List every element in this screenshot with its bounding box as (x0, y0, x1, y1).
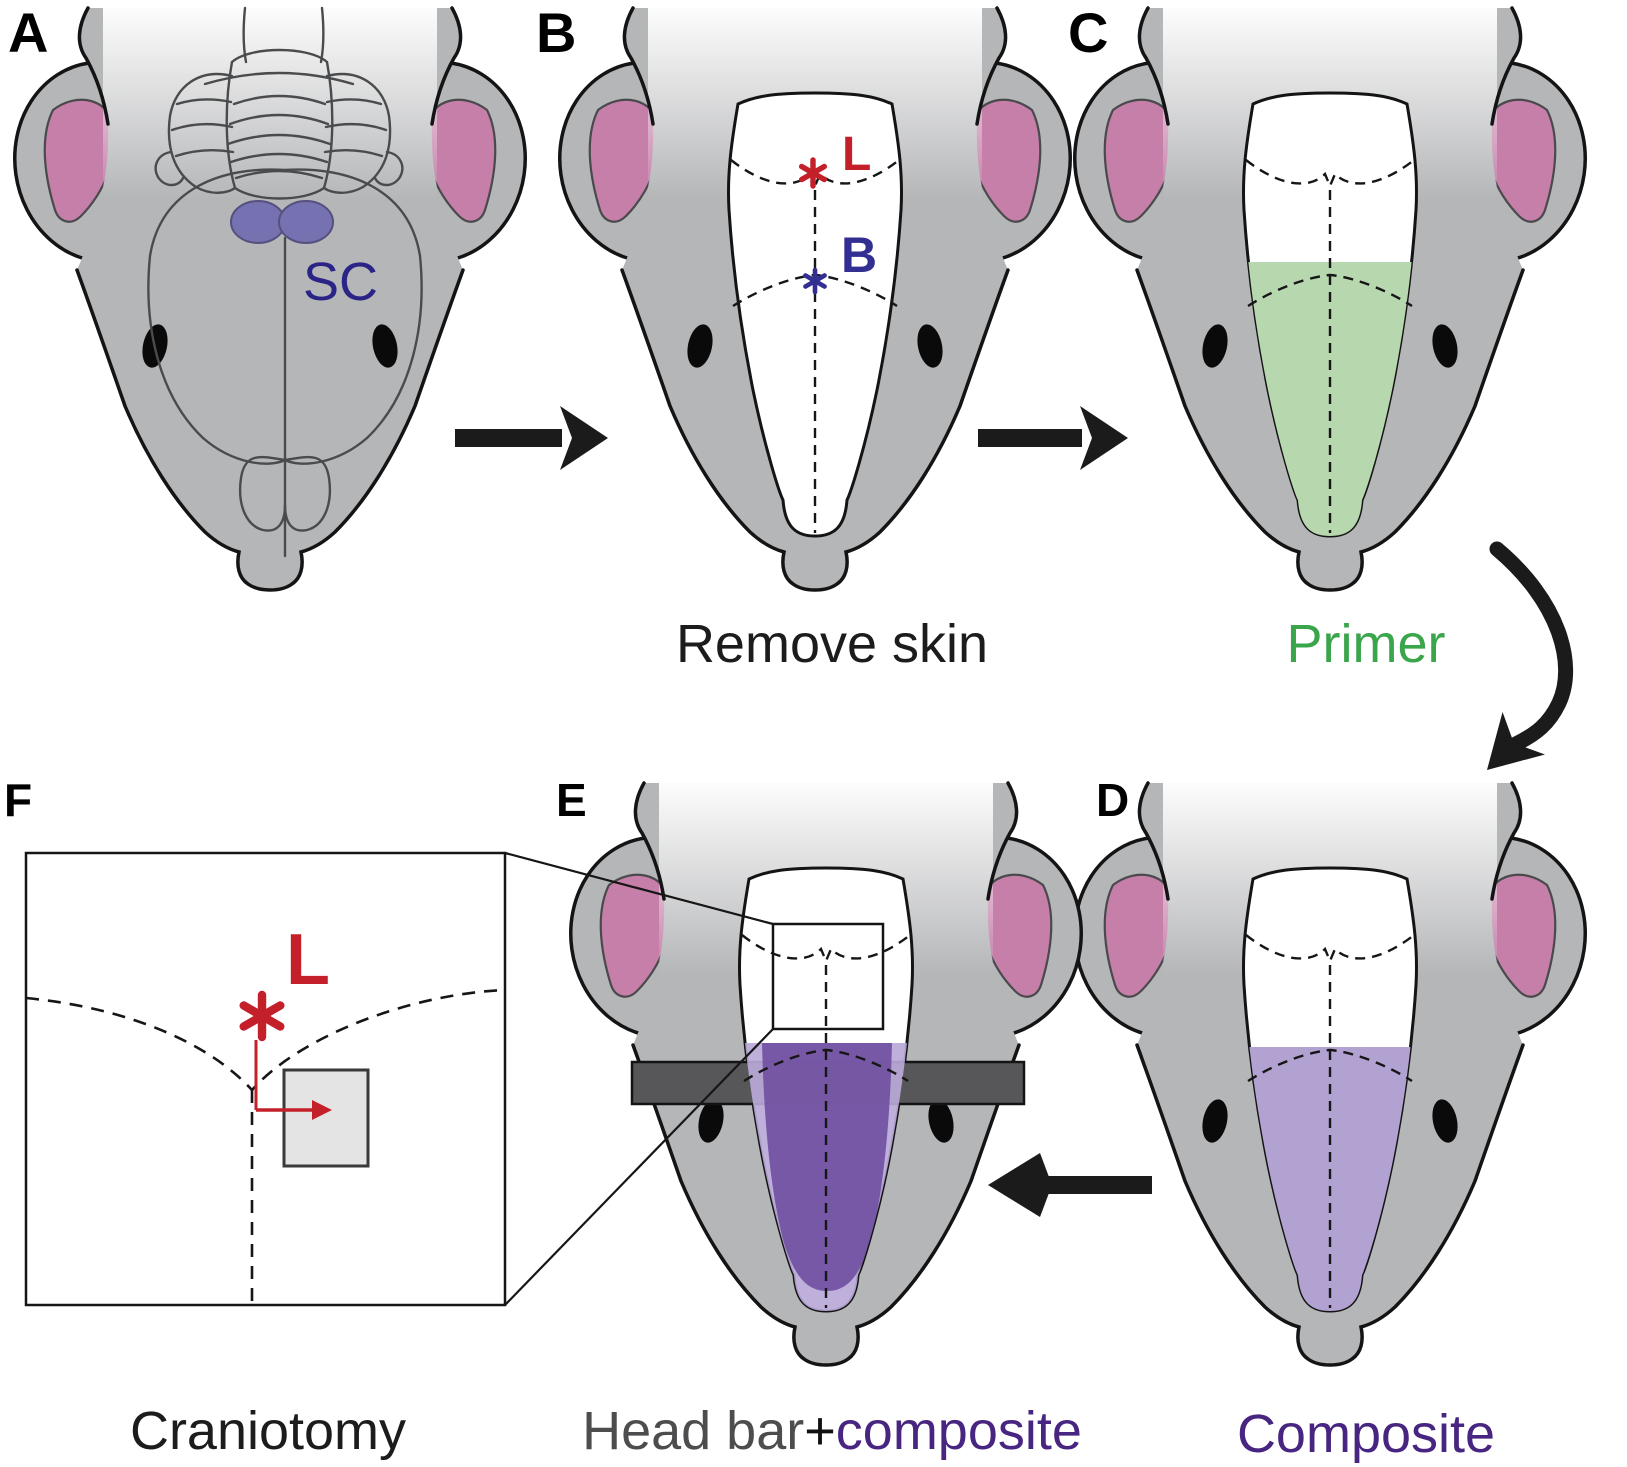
craniotomy-zoom-rect (771, 922, 885, 1031)
panel-letter-f: F (4, 774, 32, 826)
lambda-label: L (842, 128, 871, 181)
lambdoid-suture-dashed (25, 988, 506, 1092)
caption-remove-skin: Remove skin (676, 614, 988, 674)
panel-letter-a: A (8, 1, 48, 64)
brain-schematic (147, 6, 423, 558)
panel-letter-e: E (556, 774, 587, 826)
caption-primer: Primer (1287, 614, 1446, 674)
caption-composite-part: composite (836, 1401, 1082, 1461)
panel-b: L B (545, 6, 1085, 592)
caption-composite: Composite (1237, 1404, 1495, 1464)
superior-colliculus-right (278, 200, 334, 244)
superior-colliculus-left (230, 200, 286, 244)
lambda-label-zoom: L (286, 920, 330, 1000)
bregma-label: B (841, 227, 877, 283)
composite-dark-core (762, 1043, 892, 1291)
panel-letter-c: C (1068, 1, 1108, 64)
panel-e (556, 781, 1096, 1367)
caption-craniotomy: Craniotomy (130, 1401, 406, 1461)
craniotomy-site-square (282, 1068, 370, 1168)
panel-a: SC (0, 6, 540, 592)
caption-head-bar-part: Head bar (582, 1401, 804, 1461)
inset-connector-bottom (504, 1028, 774, 1306)
offset-arrowhead-icon (312, 1100, 332, 1120)
panel-f: L (24, 851, 507, 1307)
caption-plus-part: + (804, 1401, 836, 1461)
flocculi (154, 150, 404, 187)
arrow-b-to-c-icon (978, 406, 1128, 470)
arrow-d-to-e-icon (988, 1153, 1152, 1217)
cerebellum-hemi-folia (170, 98, 388, 158)
arrow-c-to-d-curved-icon (1487, 541, 1574, 770)
arrow-a-to-b-icon (455, 406, 608, 470)
olfactory-bulbs (238, 455, 332, 532)
panel-letter-b: B (536, 1, 576, 64)
caption-headbar-composite: Head bar+composite (582, 1401, 1082, 1461)
cerebellum-folia (203, 71, 355, 180)
inset-box (24, 851, 507, 1307)
panel-d (1060, 781, 1600, 1367)
sc-annotation: SC (303, 252, 378, 312)
inset-connector-top (504, 851, 774, 926)
cerebellum-hemispheres (167, 73, 392, 194)
stereotax-offset-arrows (254, 1040, 314, 1112)
panel-c (1060, 6, 1600, 592)
panel-letter-d: D (1096, 774, 1129, 826)
